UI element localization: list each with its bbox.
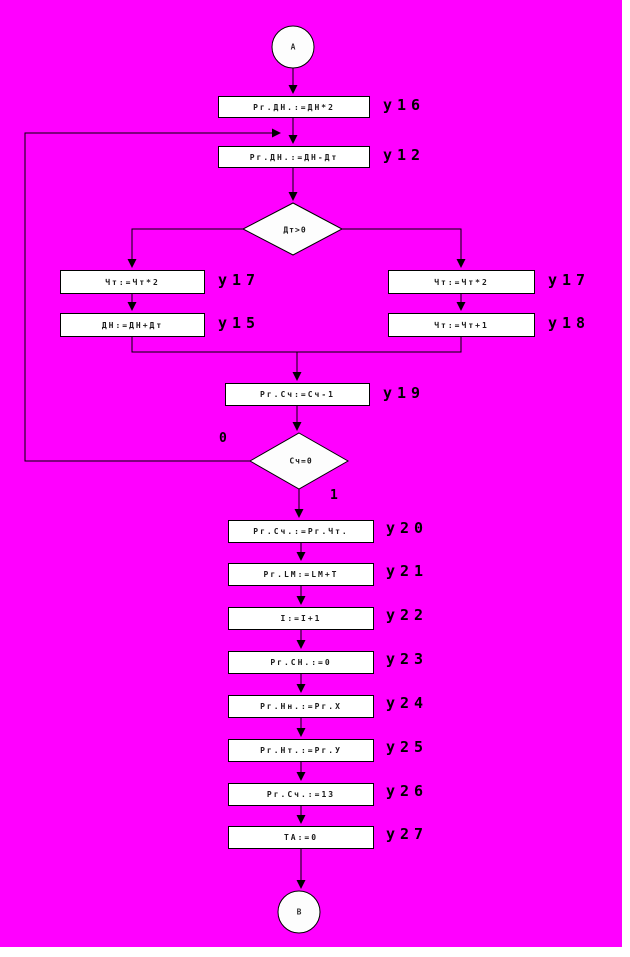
process-box-y17-left: Чт:=Чт*2 xyxy=(60,270,205,294)
op-label-y18: у18 xyxy=(548,314,591,332)
process-text-y27: ТА:=0 xyxy=(283,833,319,842)
op-label-y27: у27 xyxy=(386,825,429,843)
process-text-y24: Рг.Нн.:=Рг.Х xyxy=(260,702,342,711)
op-label-y26: у26 xyxy=(386,782,429,800)
process-box-y24: Рг.Нн.:=Рг.Х xyxy=(228,695,374,718)
op-label-y12: у12 xyxy=(383,146,426,164)
op-label-y22: у22 xyxy=(386,606,429,624)
op-label-y21: у21 xyxy=(386,562,429,580)
process-text-y18: Чт:=Чт+1 xyxy=(434,320,489,330)
process-text-y25: Рг.Нт.:=Рг.У xyxy=(260,746,342,755)
decision2-branch-0: 0 xyxy=(219,431,227,446)
process-box-y19: Рг.Сч:=Сч-1 xyxy=(225,383,370,406)
process-text-y22: I:=I+1 xyxy=(280,614,322,623)
process-box-y16: Рг.ДН.:=ДН*2 xyxy=(218,96,370,118)
process-box-y18: Чт:=Чт+1 xyxy=(388,313,535,337)
op-label-y24: у24 xyxy=(386,694,429,712)
op-label-y17-left: у17 xyxy=(218,271,261,289)
process-text-y20: Рг.Сч.:=Рг.Чт. xyxy=(253,527,349,536)
process-text-y15: ДН:=ДН+Дт xyxy=(101,320,164,330)
process-box-y27: ТА:=0 xyxy=(228,826,374,849)
terminal-start-label: А xyxy=(290,42,296,52)
process-text-y21: Рг.LM:=LM+T xyxy=(263,570,339,579)
process-box-y22: I:=I+1 xyxy=(228,607,374,630)
terminal-end-label: В xyxy=(296,907,302,917)
process-text-y23: Рг.СН.:=0 xyxy=(270,658,332,667)
op-label-y19: у19 xyxy=(383,384,426,402)
process-text-y12: Рг.ДН.:=ДН-Дт xyxy=(249,152,339,162)
process-box-y26: Рг.Сч.:=13 xyxy=(228,783,374,806)
process-box-y20: Рг.Сч.:=Рг.Чт. xyxy=(228,520,374,543)
process-box-y17-right: Чт:=Чт*2 xyxy=(388,270,535,294)
op-label-y20: у20 xyxy=(386,519,429,537)
op-label-y17-right: у17 xyxy=(548,271,591,289)
decision2-text: Сч=0 xyxy=(289,456,313,466)
process-text-y17-right: Чт:=Чт*2 xyxy=(434,277,489,287)
process-text-y16: Рг.ДН.:=ДН*2 xyxy=(253,102,335,112)
op-label-y16: у16 xyxy=(383,96,426,114)
op-label-y25: у25 xyxy=(386,738,429,756)
decision1-text: Дт>0 xyxy=(283,225,307,235)
process-box-y23: Рг.СН.:=0 xyxy=(228,651,374,674)
process-text-y26: Рг.Сч.:=13 xyxy=(266,790,336,799)
op-label-y23: у23 xyxy=(386,650,429,668)
process-box-y12: Рг.ДН.:=ДН-Дт xyxy=(218,146,370,168)
process-box-y25: Рг.Нт.:=Рг.У xyxy=(228,739,374,762)
op-label-y15: у15 xyxy=(218,314,261,332)
process-box-y15: ДН:=ДН+Дт xyxy=(60,313,205,337)
process-text-y17-left: Чт:=Чт*2 xyxy=(105,277,160,287)
process-text-y19: Рг.Сч:=Сч-1 xyxy=(260,390,335,399)
decision2-branch-1: 1 xyxy=(330,488,338,503)
process-box-y21: Рг.LM:=LM+T xyxy=(228,563,374,586)
